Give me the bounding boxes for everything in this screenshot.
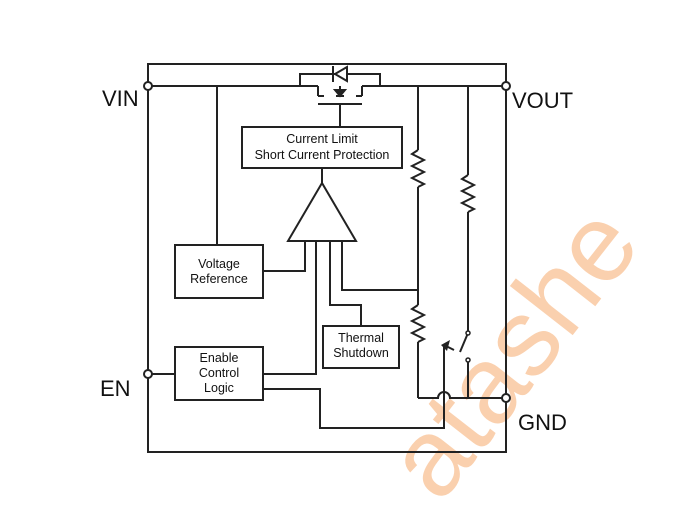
switch-contact-icon [465, 330, 471, 336]
control-label: Control [199, 366, 239, 380]
enable-to-amp-wire [263, 241, 317, 375]
mosfet-icon [300, 85, 380, 127]
en-label: EN [100, 376, 131, 401]
vin-pin-icon [143, 81, 153, 91]
switch-contact-icon [465, 357, 471, 363]
voltage-reference-box [174, 244, 264, 299]
enable-label: Enable [200, 351, 239, 365]
ic-outline [147, 63, 507, 453]
resistor-top-icon [409, 149, 427, 188]
gnd-rail [418, 391, 506, 399]
vin-label: VIN [102, 86, 139, 111]
current-limit-label: Current Limit [286, 132, 358, 146]
reference-label: Reference [190, 272, 248, 286]
diode-icon [325, 65, 360, 83]
vref-to-amp-wire [263, 241, 306, 272]
vout-pin-icon [501, 81, 511, 91]
gnd-pin-icon [501, 393, 511, 403]
discharge-switch-icon [459, 332, 469, 353]
short-current-protection-label: Short Current Protection [255, 148, 390, 162]
thermal-shutdown-box [322, 325, 400, 369]
voltage-label: Voltage [198, 257, 240, 271]
switch-arrow-icon [441, 340, 450, 351]
gnd-label: GND [518, 410, 567, 435]
vout-label: VOUT [512, 88, 573, 113]
resistor-bottom-icon [409, 304, 427, 343]
enable-to-switch-wire [263, 345, 445, 429]
watermark-text: atashe [362, 184, 662, 520]
current-limit-box [241, 126, 403, 169]
thermal-to-amp-wire [329, 241, 362, 326]
en-pin-icon [143, 369, 153, 379]
error-amplifier-icon [286, 181, 358, 242]
logic-label: Logic [204, 381, 234, 395]
feedback-wire [341, 241, 418, 291]
thermal-label: Thermal [338, 331, 384, 345]
shutdown-label: Shutdown [333, 346, 389, 360]
resistor-discharge-icon [459, 174, 477, 213]
